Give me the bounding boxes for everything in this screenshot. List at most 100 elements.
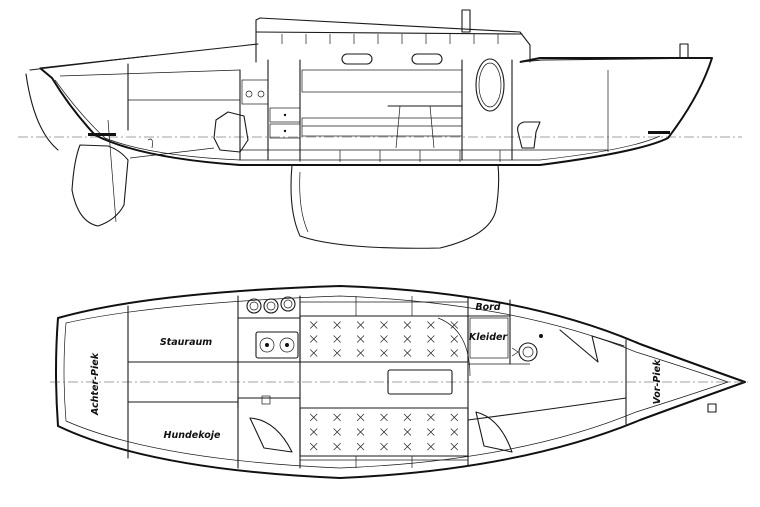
cushion-cross <box>427 413 435 422</box>
forecabin-berth-edge <box>559 329 625 363</box>
portlight-2 <box>411 53 443 65</box>
galley-drawers <box>269 107 301 139</box>
cushion-cross <box>403 442 412 451</box>
cushion-cross <box>356 442 365 451</box>
cushion-cross <box>356 335 365 343</box>
cushion-cross <box>333 335 341 343</box>
cushion-cross <box>356 349 365 357</box>
fore-vent <box>679 43 689 59</box>
sink-2 <box>263 298 279 314</box>
label-bord: Bord <box>475 302 500 313</box>
cushion-cross <box>356 321 365 329</box>
sink-3 <box>280 296 296 312</box>
cabin-top-line <box>255 31 523 35</box>
cushion-cross <box>450 321 459 329</box>
propeller-shaft <box>129 147 215 159</box>
toilet-plan <box>511 334 543 362</box>
cushion-cross <box>450 428 459 436</box>
label-vor-piek: Vor-Piek <box>652 359 663 404</box>
stove-chimney <box>461 9 471 33</box>
engine <box>213 111 249 153</box>
sink-1 <box>246 298 262 314</box>
cushion-cross <box>333 413 341 422</box>
profile-view <box>18 9 742 249</box>
cushion-cross <box>309 428 318 436</box>
fore-boot-stripe <box>648 131 670 134</box>
cushion-cross <box>403 413 412 422</box>
cushion-cross <box>450 442 459 451</box>
rudder-stock <box>107 119 117 223</box>
cushion-cross <box>403 335 412 343</box>
port-berth <box>299 315 469 363</box>
label-stauraum: Stauraum <box>160 337 212 348</box>
saloon-shelf <box>301 69 463 93</box>
cushion-cross <box>380 442 388 451</box>
step-plan <box>237 397 301 409</box>
hull-profile <box>39 57 713 166</box>
cabin-sole <box>240 149 608 162</box>
starboard-berth <box>299 407 469 457</box>
rudder <box>71 144 129 227</box>
toilet-profile <box>517 121 541 149</box>
cushion-cross <box>380 428 388 436</box>
tiller <box>29 55 149 71</box>
label-hundekoje: Hundekoje <box>164 430 221 441</box>
cushion-cross <box>450 335 459 343</box>
inner-hull-line <box>54 79 661 161</box>
forecabin-wedge <box>475 411 513 453</box>
forecabin-berth-plan <box>467 397 627 421</box>
keel <box>290 164 500 249</box>
label-kleider: Kleider <box>469 332 509 343</box>
galley-stove-profile <box>241 79 269 105</box>
cushion-cross <box>333 349 341 357</box>
hanging-lockers <box>467 315 530 365</box>
stove-plan <box>255 331 299 359</box>
cushion-cross <box>427 335 435 343</box>
cushion-cross <box>333 321 341 329</box>
exhaust-pipe <box>147 138 153 149</box>
cushion-cross <box>356 428 365 436</box>
cushion-cross <box>309 321 318 329</box>
galley-plan <box>237 296 301 405</box>
fore-hatch <box>707 403 717 413</box>
cushion-cross <box>427 349 435 357</box>
saloon-table-plan <box>387 369 453 395</box>
stern-overhang <box>25 73 59 151</box>
cushion-cross <box>309 413 318 422</box>
saloon-berths-plan <box>299 296 469 468</box>
cushion-cross <box>356 413 365 422</box>
saloon-berth-profile <box>301 117 463 137</box>
foredeck-line <box>519 57 713 63</box>
saloon-table <box>387 105 463 149</box>
portlight-1 <box>341 53 373 65</box>
door-swing-arc <box>437 317 471 377</box>
cushion-cross <box>309 442 318 451</box>
cushion-cross <box>427 442 435 451</box>
cushion-cross <box>380 335 388 343</box>
keel-inner-line <box>299 171 309 233</box>
cushion-cross <box>403 428 412 436</box>
cushion-cross <box>380 321 388 329</box>
cushion-cross <box>380 413 388 422</box>
cushion-cross <box>427 321 435 329</box>
aft-boot-stripe <box>88 133 116 136</box>
cushion-cross <box>333 428 341 436</box>
cushion-cross <box>309 335 318 343</box>
cushion-cross <box>403 349 412 357</box>
cushion-cross <box>333 442 341 451</box>
cushion-cross <box>450 349 459 357</box>
cushion-cross <box>309 349 318 357</box>
oval-door <box>475 58 505 112</box>
hundekoje-wedge <box>249 417 293 453</box>
label-achter-piek: Achter-Piek <box>90 352 101 416</box>
cushion-cross <box>427 428 435 436</box>
inner-hull-outline-plan <box>63 295 730 469</box>
plan-view: Achter-Piek Stauraum Hundekoje Bord Klei… <box>50 285 748 479</box>
handrail <box>281 34 499 44</box>
coachroof <box>255 17 531 63</box>
cushion-cross <box>403 321 412 329</box>
cushion-cross <box>380 349 388 357</box>
hull-outline-plan <box>55 285 746 479</box>
